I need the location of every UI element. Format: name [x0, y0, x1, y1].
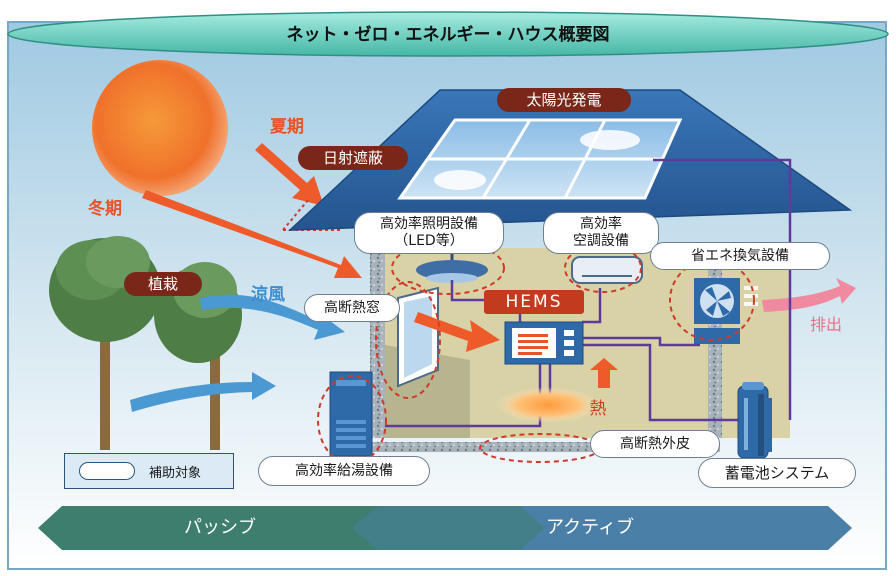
band-passive-label: パッシブ	[184, 517, 256, 539]
title-banner	[7, 11, 889, 57]
label-shading: 日射遮蔽	[298, 146, 408, 170]
led-lamp-icon	[416, 248, 488, 283]
breeze-arrow-icon	[130, 372, 276, 412]
shading-dotted-diagonal	[282, 199, 309, 231]
subsidy-target-circles	[317, 241, 755, 465]
floor-heat-glow	[496, 387, 600, 423]
legend-text: 補助対象	[149, 465, 202, 481]
page-title: ネット・ゼロ・エネルギー・ハウス概要図	[286, 24, 610, 45]
label-solar: 太陽光発電	[497, 88, 631, 112]
battery-icon	[737, 382, 772, 459]
heat-up-arrow-icon	[590, 358, 618, 388]
band-active-label: アクティブ	[545, 517, 635, 539]
hems-monitor-icon	[504, 321, 584, 365]
label-heat: 熱	[589, 398, 607, 419]
label-planting: 植栽	[124, 272, 202, 296]
band-passive-shape	[38, 506, 404, 550]
label-envelope: 高断熱外皮	[590, 430, 720, 458]
label-hems: HEMS	[484, 290, 584, 314]
label-water-heater: 高効率給湯設備	[258, 456, 430, 486]
exhaust-arrow-icon	[762, 278, 856, 312]
window-to-hems-arrow-icon	[414, 312, 500, 352]
label-cool-breeze: 涼風	[251, 284, 285, 305]
sun-icon	[92, 60, 228, 196]
cool-breeze-arrow-icon	[200, 294, 345, 340]
label-window: 高断熱窓	[304, 294, 400, 322]
air-conditioner-icon	[571, 256, 643, 284]
legend: 補助対象	[64, 453, 234, 489]
label-summer: 夏期	[270, 116, 304, 137]
winter-arrow-icon	[142, 190, 362, 278]
label-ventilation: 省エネ換気設備	[650, 242, 830, 270]
solar-panel-icon	[397, 118, 683, 200]
water-heater-icon	[329, 371, 373, 457]
label-lighting: 高効率照明設備 （LED等）	[354, 212, 504, 254]
label-exhaust: 排出	[809, 315, 842, 335]
label-battery: 蓄電池システム	[698, 458, 856, 488]
legend-oval-icon	[79, 462, 135, 480]
summer-arrow-icon	[255, 143, 324, 206]
label-winter: 冬期	[88, 198, 122, 219]
label-aircon: 高効率 空調設備	[543, 212, 659, 254]
ventilation-fan-icon	[694, 278, 758, 344]
window-icon	[397, 286, 439, 388]
band-overlap-shape	[352, 506, 545, 550]
